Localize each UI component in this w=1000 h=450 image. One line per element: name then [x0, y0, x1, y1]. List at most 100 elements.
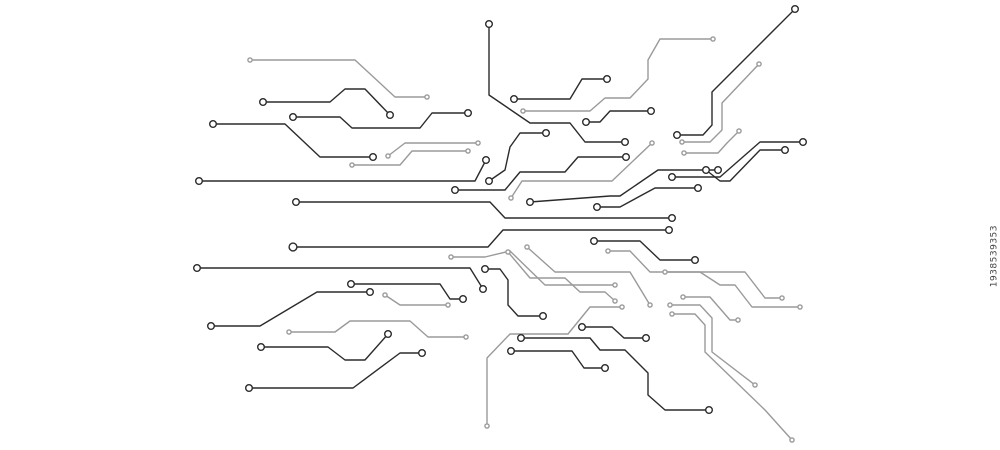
circuit-trace: [288, 320, 467, 338]
circuit-trace: [596, 187, 699, 208]
circuit-trace: [249, 59, 428, 98]
circuit-pad: [710, 36, 716, 42]
circuit-pad: [288, 242, 298, 252]
circuit-pad: [505, 249, 511, 255]
circuit-trace: [292, 229, 670, 248]
circuit-pad: [481, 265, 490, 274]
circuit-pad: [691, 256, 700, 265]
circuit-trace: [705, 149, 786, 182]
circuit-pad: [463, 334, 469, 340]
circuit-pad: [680, 294, 686, 300]
circuit-pad: [578, 323, 587, 332]
circuit-trace: [484, 268, 544, 317]
circuit-pad: [418, 349, 427, 358]
circuit-pad: [247, 57, 253, 63]
circuit-trace: [682, 296, 739, 321]
circuit-pad: [582, 117, 591, 126]
circuit-trace: [507, 251, 616, 302]
circuit-trace: [671, 141, 804, 178]
circuit-pad: [668, 172, 677, 181]
circuit-pad: [619, 304, 625, 310]
circuit-trace: [248, 352, 423, 389]
circuit-trace: [350, 283, 464, 300]
circuit-pad: [714, 165, 723, 174]
circuit-pad: [799, 137, 808, 146]
circuit-trace: [593, 240, 696, 261]
circuit-pad: [649, 140, 655, 146]
circuit-trace: [198, 159, 487, 182]
circuit-pad: [485, 20, 494, 29]
circuit-pad: [386, 110, 395, 119]
circuit-pad: [366, 288, 375, 297]
circuit-pad: [510, 94, 519, 103]
circuit-pad: [484, 423, 490, 429]
circuit-pad: [797, 304, 803, 310]
circuit-trace: [581, 326, 647, 339]
circuit-trace: [526, 246, 651, 306]
circuit-trace: [488, 23, 626, 143]
circuit-pad: [349, 162, 355, 168]
circuit-pad: [347, 280, 356, 289]
circuit-trace: [681, 63, 760, 143]
circuit-pad: [647, 302, 653, 308]
circuit-pad: [524, 244, 530, 250]
circuit-pad: [752, 382, 758, 388]
circuit-trace: [522, 38, 714, 112]
circuit-pad: [259, 97, 268, 106]
circuit-pad: [526, 197, 535, 206]
circuit-trace: [585, 110, 652, 123]
circuit-pad: [590, 236, 599, 245]
circuit-trace: [292, 112, 469, 129]
circuit-pad: [507, 347, 516, 356]
circuit-trace: [212, 123, 374, 158]
stock-id-label: 1938539353: [989, 225, 999, 288]
circuit-pad: [424, 94, 430, 100]
circuit-pad: [679, 139, 685, 145]
circuit-trace: [529, 169, 719, 203]
circuit-trace: [196, 267, 484, 290]
circuit-pad: [448, 254, 454, 260]
circuit-trace: [664, 271, 801, 308]
circuit-pad: [459, 295, 468, 304]
circuit-pad: [605, 248, 611, 254]
circuit-trace: [262, 88, 391, 116]
circuit-pads: [192, 4, 808, 443]
circuit-trace: [671, 313, 793, 441]
circuit-pad: [208, 119, 217, 128]
circuit-pad: [482, 155, 491, 164]
circuit-trace: [384, 294, 449, 306]
circuit-pad: [445, 302, 451, 308]
circuit-trace: [450, 250, 616, 286]
circuit-trace: [520, 337, 710, 411]
circuit-pad: [647, 106, 656, 115]
circuit-pad: [612, 298, 618, 304]
circuit-pad: [206, 322, 215, 331]
circuit-trace: [295, 201, 673, 219]
circuit-pad: [385, 153, 391, 159]
circuit-pad: [736, 128, 742, 134]
circuit-trace: [351, 150, 469, 166]
circuit-pad: [384, 330, 393, 339]
circuit-pad: [542, 128, 551, 137]
circuit-pad: [789, 437, 795, 443]
circuit-pad: [603, 74, 612, 83]
circuit-pad: [593, 202, 602, 211]
circuit-pad: [642, 334, 651, 343]
circuit-trace: [454, 156, 627, 191]
circuit-pad: [451, 185, 460, 194]
circuit-pad: [668, 213, 677, 222]
circuit-pad: [192, 264, 201, 273]
circuit-traces: [196, 8, 804, 441]
circuit-trace: [683, 130, 740, 154]
circuit-pad: [244, 384, 253, 393]
circuit-pad: [194, 176, 203, 185]
circuit-pad: [539, 312, 548, 321]
circuit-pad: [735, 317, 741, 323]
circuit-pad: [781, 145, 790, 154]
circuit-trace: [486, 306, 623, 427]
circuit-trace: [676, 8, 796, 136]
circuit-pad: [669, 311, 675, 317]
circuit-pad: [791, 4, 800, 13]
circuit-pad: [702, 165, 711, 174]
